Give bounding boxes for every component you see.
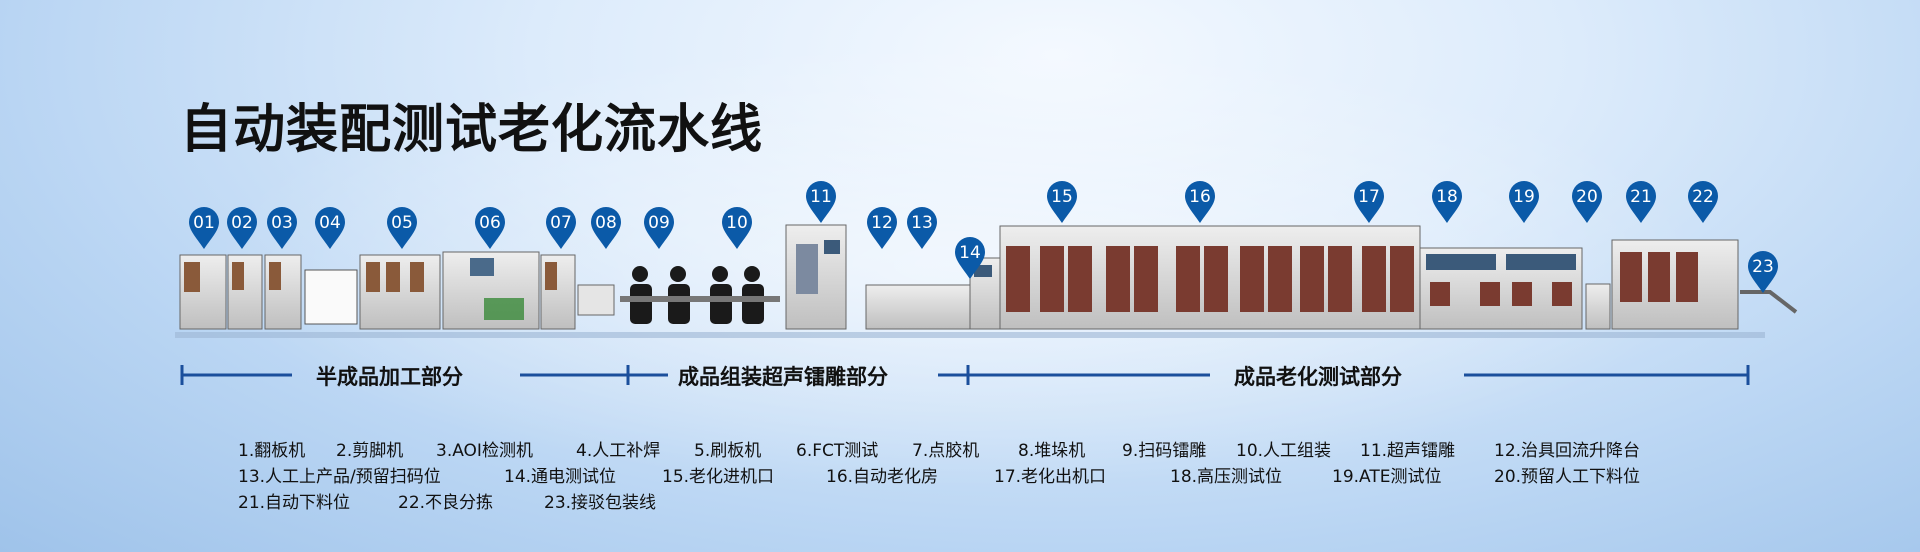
section-label-aging-test: 成品老化测试部分 (1234, 365, 1402, 389)
marker-pin-12: 12 (865, 206, 899, 250)
marker-pin-04: 04 (313, 206, 347, 250)
section-bracket (180, 365, 1750, 385)
marker-number: 19 (1513, 187, 1535, 207)
marker-pin-15: 15 (1045, 180, 1079, 224)
marker-number: 20 (1576, 187, 1598, 207)
marker-pin-13: 13 (905, 206, 939, 250)
legend-item: 16.自动老化房 (826, 467, 939, 487)
section-label-assembly: 成品组装超声镭雕部分 (678, 365, 888, 389)
marker-number: 07 (550, 213, 572, 233)
marker-number: 10 (726, 213, 748, 233)
marker-number: 08 (595, 213, 617, 233)
legend-item: 12.治具回流升降台 (1494, 441, 1641, 461)
marker-pin-07: 07 (544, 206, 578, 250)
marker-number: 12 (871, 213, 893, 233)
legend-item: 8.堆垛机 (1018, 441, 1086, 461)
marker-pin-19: 19 (1507, 180, 1541, 224)
marker-number: 05 (391, 213, 413, 233)
legend-item: 19.ATE测试位 (1332, 467, 1442, 487)
marker-number: 21 (1630, 187, 1652, 207)
legend-item: 5.刷板机 (694, 441, 762, 461)
marker-pin-16: 16 (1183, 180, 1217, 224)
legend-item: 13.人工上产品/预留扫码位 (238, 467, 441, 487)
legend-item: 22.不良分拣 (398, 493, 494, 513)
page-title: 自动装配测试老化流水线 (180, 100, 764, 160)
marker-pin-21: 21 (1624, 180, 1658, 224)
machine-group-semi-finished (179, 251, 615, 330)
marker-pin-05: 05 (385, 206, 419, 250)
marker-pin-22: 22 (1686, 180, 1720, 224)
marker-pin-17: 17 (1352, 180, 1386, 224)
legend-item: 15.老化进机口 (662, 467, 775, 487)
marker-number: 02 (231, 213, 253, 233)
marker-pin-02: 02 (225, 206, 259, 250)
marker-pin-14: 14 (953, 236, 987, 280)
legend-item: 3.AOI检测机 (436, 441, 533, 461)
marker-number: 13 (911, 213, 933, 233)
marker-pin-01: 01 (187, 206, 221, 250)
marker-pin-11: 11 (804, 180, 838, 224)
machine-group-assembly (785, 224, 971, 330)
marker-number: 14 (959, 243, 981, 263)
marker-number: 18 (1436, 187, 1458, 207)
legend-item: 7.点胶机 (912, 441, 980, 461)
marker-pin-08: 08 (589, 206, 623, 250)
marker-number: 03 (271, 213, 293, 233)
marker-number: 11 (810, 187, 832, 207)
legend-item: 6.FCT测试 (796, 441, 879, 461)
marker-pin-06: 06 (473, 206, 507, 250)
marker-pin-20: 20 (1570, 180, 1604, 224)
legend-item: 4.人工补焊 (576, 441, 661, 461)
section-label-semi-finished: 半成品加工部分 (316, 365, 463, 389)
legend-item: 21.自动下料位 (238, 493, 351, 513)
marker-number: 09 (648, 213, 670, 233)
legend-item: 2.剪脚机 (336, 441, 404, 461)
legend-item: 14.通电测试位 (504, 467, 617, 487)
marker-pin-18: 18 (1430, 180, 1464, 224)
marker-number: 17 (1358, 187, 1380, 207)
marker-number: 04 (319, 213, 341, 233)
legend-item: 1.翻板机 (238, 441, 306, 461)
marker-number: 22 (1692, 187, 1714, 207)
marker-number: 01 (193, 213, 215, 233)
machine-group-test (1419, 239, 1798, 330)
marker-pin-10: 10 (720, 206, 754, 250)
marker-number: 23 (1752, 257, 1774, 277)
marker-number: 06 (479, 213, 501, 233)
legend-item: 20.预留人工下料位 (1494, 467, 1641, 487)
marker-pin-03: 03 (265, 206, 299, 250)
legend-item: 11.超声镭雕 (1360, 441, 1456, 461)
legend-item: 10.人工组装 (1236, 441, 1332, 461)
legend-item: 17.老化出机口 (994, 467, 1107, 487)
machine-group-aging (969, 225, 1421, 330)
marker-pin-09: 09 (642, 206, 676, 250)
marker-number: 16 (1189, 187, 1211, 207)
operators-group (630, 266, 764, 324)
legend-item: 18.高压测试位 (1170, 467, 1283, 487)
legend-item: 23.接驳包装线 (544, 493, 657, 513)
marker-number: 15 (1051, 187, 1073, 207)
legend-item: 9.扫码镭雕 (1122, 441, 1207, 461)
marker-pin-23: 23 (1746, 250, 1780, 294)
